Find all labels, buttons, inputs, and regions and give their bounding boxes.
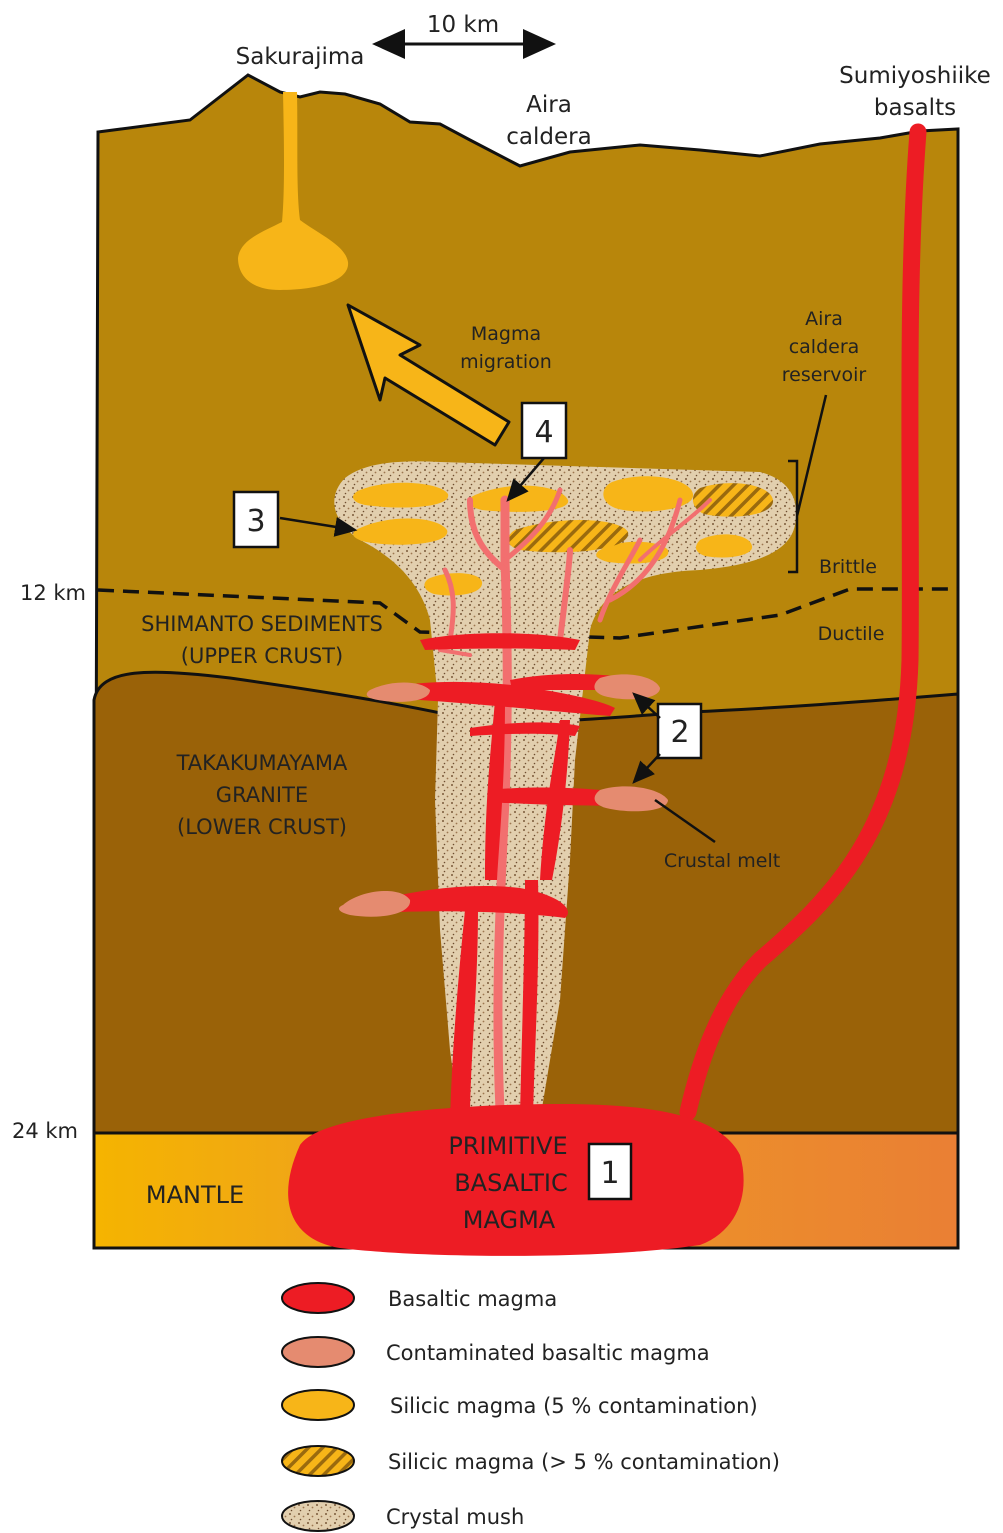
takakumayama-label-line3: (LOWER CRUST) — [177, 815, 347, 839]
legend-label: Silicic magma (> 5 % contamination) — [388, 1450, 780, 1474]
legend-label: Contaminated basaltic magma — [386, 1341, 710, 1365]
takakumayama-label-line1: TAKAKUMAYAMA — [176, 751, 348, 775]
legend-swatch — [282, 1337, 354, 1367]
legend-swatch — [282, 1390, 354, 1420]
legend-label: Crystal mush — [386, 1505, 524, 1529]
legend-swatch — [282, 1283, 354, 1313]
mantle-label: MANTLE — [146, 1181, 244, 1209]
crustal-melt-label: Crustal melt — [664, 850, 780, 872]
primitive-label-line2: BASALTIC — [454, 1169, 568, 1197]
shimanto-label-line1: SHIMANTO SEDIMENTS — [141, 612, 383, 636]
sakurajima-label: Sakurajima — [236, 44, 365, 70]
sumiyoshiike-label-line2: basalts — [874, 95, 956, 121]
legend-item-silicic-magma-5: Silicic magma (5 % contamination) — [282, 1390, 758, 1420]
legend-label: Silicic magma (5 % contamination) — [390, 1394, 758, 1418]
aira-caldera-label-line2: caldera — [506, 124, 591, 150]
reservoir-label-line3: reservoir — [782, 364, 867, 386]
brittle-label: Brittle — [819, 556, 877, 578]
takakumayama-label-line2: GRANITE — [216, 783, 308, 807]
shimanto-label-line2: (UPPER CRUST) — [181, 644, 343, 668]
depth-12km-label: 12 km — [20, 581, 86, 605]
reservoir-label-line1: Aira — [805, 308, 843, 330]
aira-caldera-label-line1: Aira — [526, 92, 572, 118]
magma-migration-label-line1: Magma — [471, 323, 541, 345]
primitive-label-line3: MAGMA — [463, 1206, 556, 1234]
reservoir-label-line2: caldera — [789, 336, 860, 358]
primitive-label-line1: PRIMITIVE — [448, 1132, 567, 1160]
sumiyoshiike-label-line1: Sumiyoshiike — [839, 63, 991, 89]
scale-bar-label: 10 km — [427, 12, 499, 38]
callout-2-number: 2 — [670, 715, 689, 750]
legend: Basaltic magma Contaminated basaltic mag… — [282, 1283, 780, 1531]
magma-migration-label-line2: migration — [460, 351, 552, 373]
legend-item-basaltic-magma: Basaltic magma — [282, 1283, 557, 1313]
ductile-label: Ductile — [818, 623, 885, 645]
legend-item-contaminated-basaltic-magma: Contaminated basaltic magma — [282, 1337, 710, 1367]
legend-swatch — [282, 1501, 354, 1531]
legend-swatch — [282, 1446, 354, 1476]
legend-item-silicic-magma-gt5: Silicic magma (> 5 % contamination) — [282, 1446, 780, 1476]
callout-4-number: 4 — [534, 415, 553, 450]
legend-label: Basaltic magma — [388, 1287, 557, 1311]
depth-24km-label: 24 km — [12, 1119, 78, 1143]
callout-1: 1 — [589, 1144, 631, 1199]
callout-1-number: 1 — [600, 1156, 619, 1191]
legend-item-crystal-mush: Crystal mush — [282, 1501, 524, 1531]
callout-3-number: 3 — [246, 504, 265, 539]
